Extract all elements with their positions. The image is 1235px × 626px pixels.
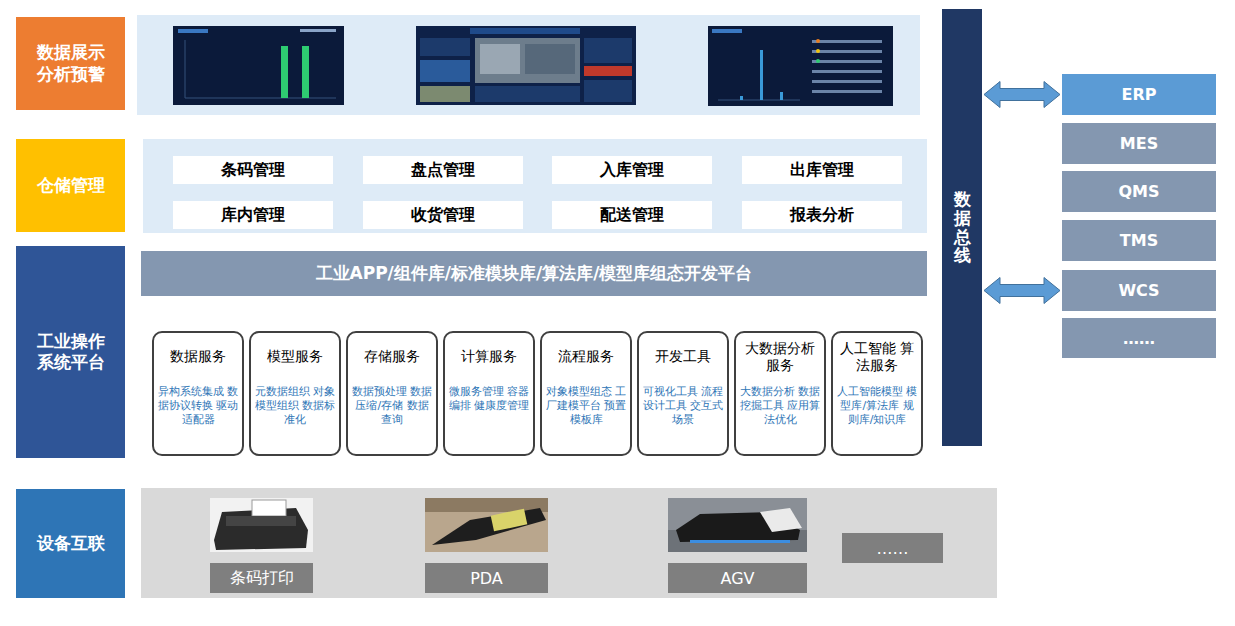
double-arrow	[984, 278, 1060, 304]
function-box: 配送管理	[552, 201, 712, 229]
display-panel	[137, 15, 920, 115]
node-title: 条码打印	[230, 568, 294, 589]
data-bus: 数据总线	[942, 9, 982, 446]
layer-label: 设备互联	[16, 489, 125, 598]
node-title: 模型服务	[267, 337, 323, 377]
node-title: 条码管理	[221, 160, 285, 181]
node-title: PDA	[470, 569, 503, 588]
node-body: 对象模型组态 工厂建模平台 预置模板库	[545, 385, 627, 427]
printer-photo	[210, 498, 313, 552]
node-title: 数据展示 分析预警	[34, 42, 107, 85]
system-box: TMS	[1062, 220, 1216, 261]
service-box: 存储服务数据预处理 数据压缩/存储 数据查询	[346, 331, 438, 456]
node-title: 盘点管理	[411, 160, 475, 181]
device-label: AGV	[668, 563, 807, 593]
node-title: WCS	[1118, 281, 1159, 300]
node-title: 收货管理	[411, 205, 475, 226]
node-title: ERP	[1122, 85, 1157, 104]
node-title: 大数据分析服务	[739, 337, 821, 377]
dashboard-screenshot	[416, 26, 636, 105]
node-title: ……	[877, 539, 909, 558]
system-box: ERP	[1062, 74, 1216, 115]
service-box: 计算服务微服务管理 容器编排 健康度管理	[443, 331, 535, 456]
node-title: 开发工具	[655, 337, 711, 377]
node-title: 数据总线	[954, 190, 971, 265]
node-title: 仓储管理	[37, 175, 105, 196]
node-title: 出库管理	[790, 160, 854, 181]
system-box: ……	[1062, 318, 1216, 358]
layer-label: 仓储管理	[16, 139, 125, 232]
node-title: TMS	[1120, 231, 1158, 250]
function-box: 收货管理	[363, 201, 523, 229]
device-label: ……	[842, 533, 943, 563]
function-box: 报表分析	[742, 201, 902, 229]
node-title: 配送管理	[600, 205, 664, 226]
node-body: 大数据分析 数据挖掘工具 应用算法优化	[739, 385, 821, 427]
node-body: 数据预处理 数据压缩/存储 数据查询	[351, 385, 433, 427]
service-box: 数据服务异构系统集成 数据协议转换 驱动适配器	[152, 331, 244, 456]
node-title: 设备互联	[37, 533, 105, 554]
function-box: 条码管理	[173, 156, 333, 184]
dashboard-screenshot	[173, 26, 344, 105]
device-panel	[141, 488, 997, 598]
function-box: 出库管理	[742, 156, 902, 184]
node-body: 异构系统集成 数据协议转换 驱动适配器	[157, 385, 239, 427]
function-box: 盘点管理	[363, 156, 523, 184]
node-title: MES	[1120, 134, 1158, 153]
service-box: 开发工具可视化工具 流程设计工具 交互式场景	[637, 331, 729, 456]
layer-label: 数据展示 分析预警	[16, 17, 125, 110]
service-box: 人工智能 算法服务人工智能模型 模型库/算法库 规则库/知识库	[831, 331, 923, 456]
service-box: 大数据分析服务大数据分析 数据挖掘工具 应用算法优化	[734, 331, 826, 456]
node-title: 库内管理	[221, 205, 285, 226]
system-box: WCS	[1062, 270, 1216, 311]
node-body: 人工智能模型 模型库/算法库 规则库/知识库	[836, 385, 918, 427]
node-title: QMS	[1118, 182, 1159, 201]
node-title: 入库管理	[600, 160, 664, 181]
node-body: 可视化工具 流程设计工具 交互式场景	[642, 385, 724, 427]
node-title: 人工智能 算法服务	[836, 337, 918, 377]
device-label: PDA	[425, 563, 548, 593]
warehouse-panel	[143, 139, 927, 233]
system-box: MES	[1062, 123, 1216, 164]
node-title: 数据服务	[170, 337, 226, 377]
node-title: ……	[1123, 329, 1155, 348]
dashboard-screenshot	[708, 26, 893, 106]
system-box: QMS	[1062, 171, 1216, 212]
node-title: 流程服务	[558, 337, 614, 377]
node-title: 报表分析	[790, 205, 854, 226]
service-box: 流程服务对象模型组态 工厂建模平台 预置模板库	[540, 331, 632, 456]
node-body: 元数据组织 对象模型组织 数据标准化	[254, 385, 336, 427]
device-label: 条码打印	[210, 563, 313, 593]
node-title: 工业操作 系统平台	[34, 331, 107, 374]
double-arrow	[984, 82, 1060, 108]
function-box: 库内管理	[173, 201, 333, 229]
node-body: 微服务管理 容器编排 健康度管理	[448, 385, 530, 413]
agv-photo	[668, 498, 807, 552]
function-box: 入库管理	[552, 156, 712, 184]
platform-bar: 工业APP/组件库/标准模块库/算法库/模型库组态开发平台	[141, 251, 927, 296]
node-title: AGV	[720, 569, 754, 588]
node-title: 存储服务	[364, 337, 420, 377]
layer-label: 工业操作 系统平台	[16, 246, 125, 458]
pda-photo	[425, 498, 548, 552]
node-title: 工业APP/组件库/标准模块库/算法库/模型库组态开发平台	[316, 262, 753, 285]
node-title: 计算服务	[461, 337, 517, 377]
service-box: 模型服务元数据组织 对象模型组织 数据标准化	[249, 331, 341, 456]
